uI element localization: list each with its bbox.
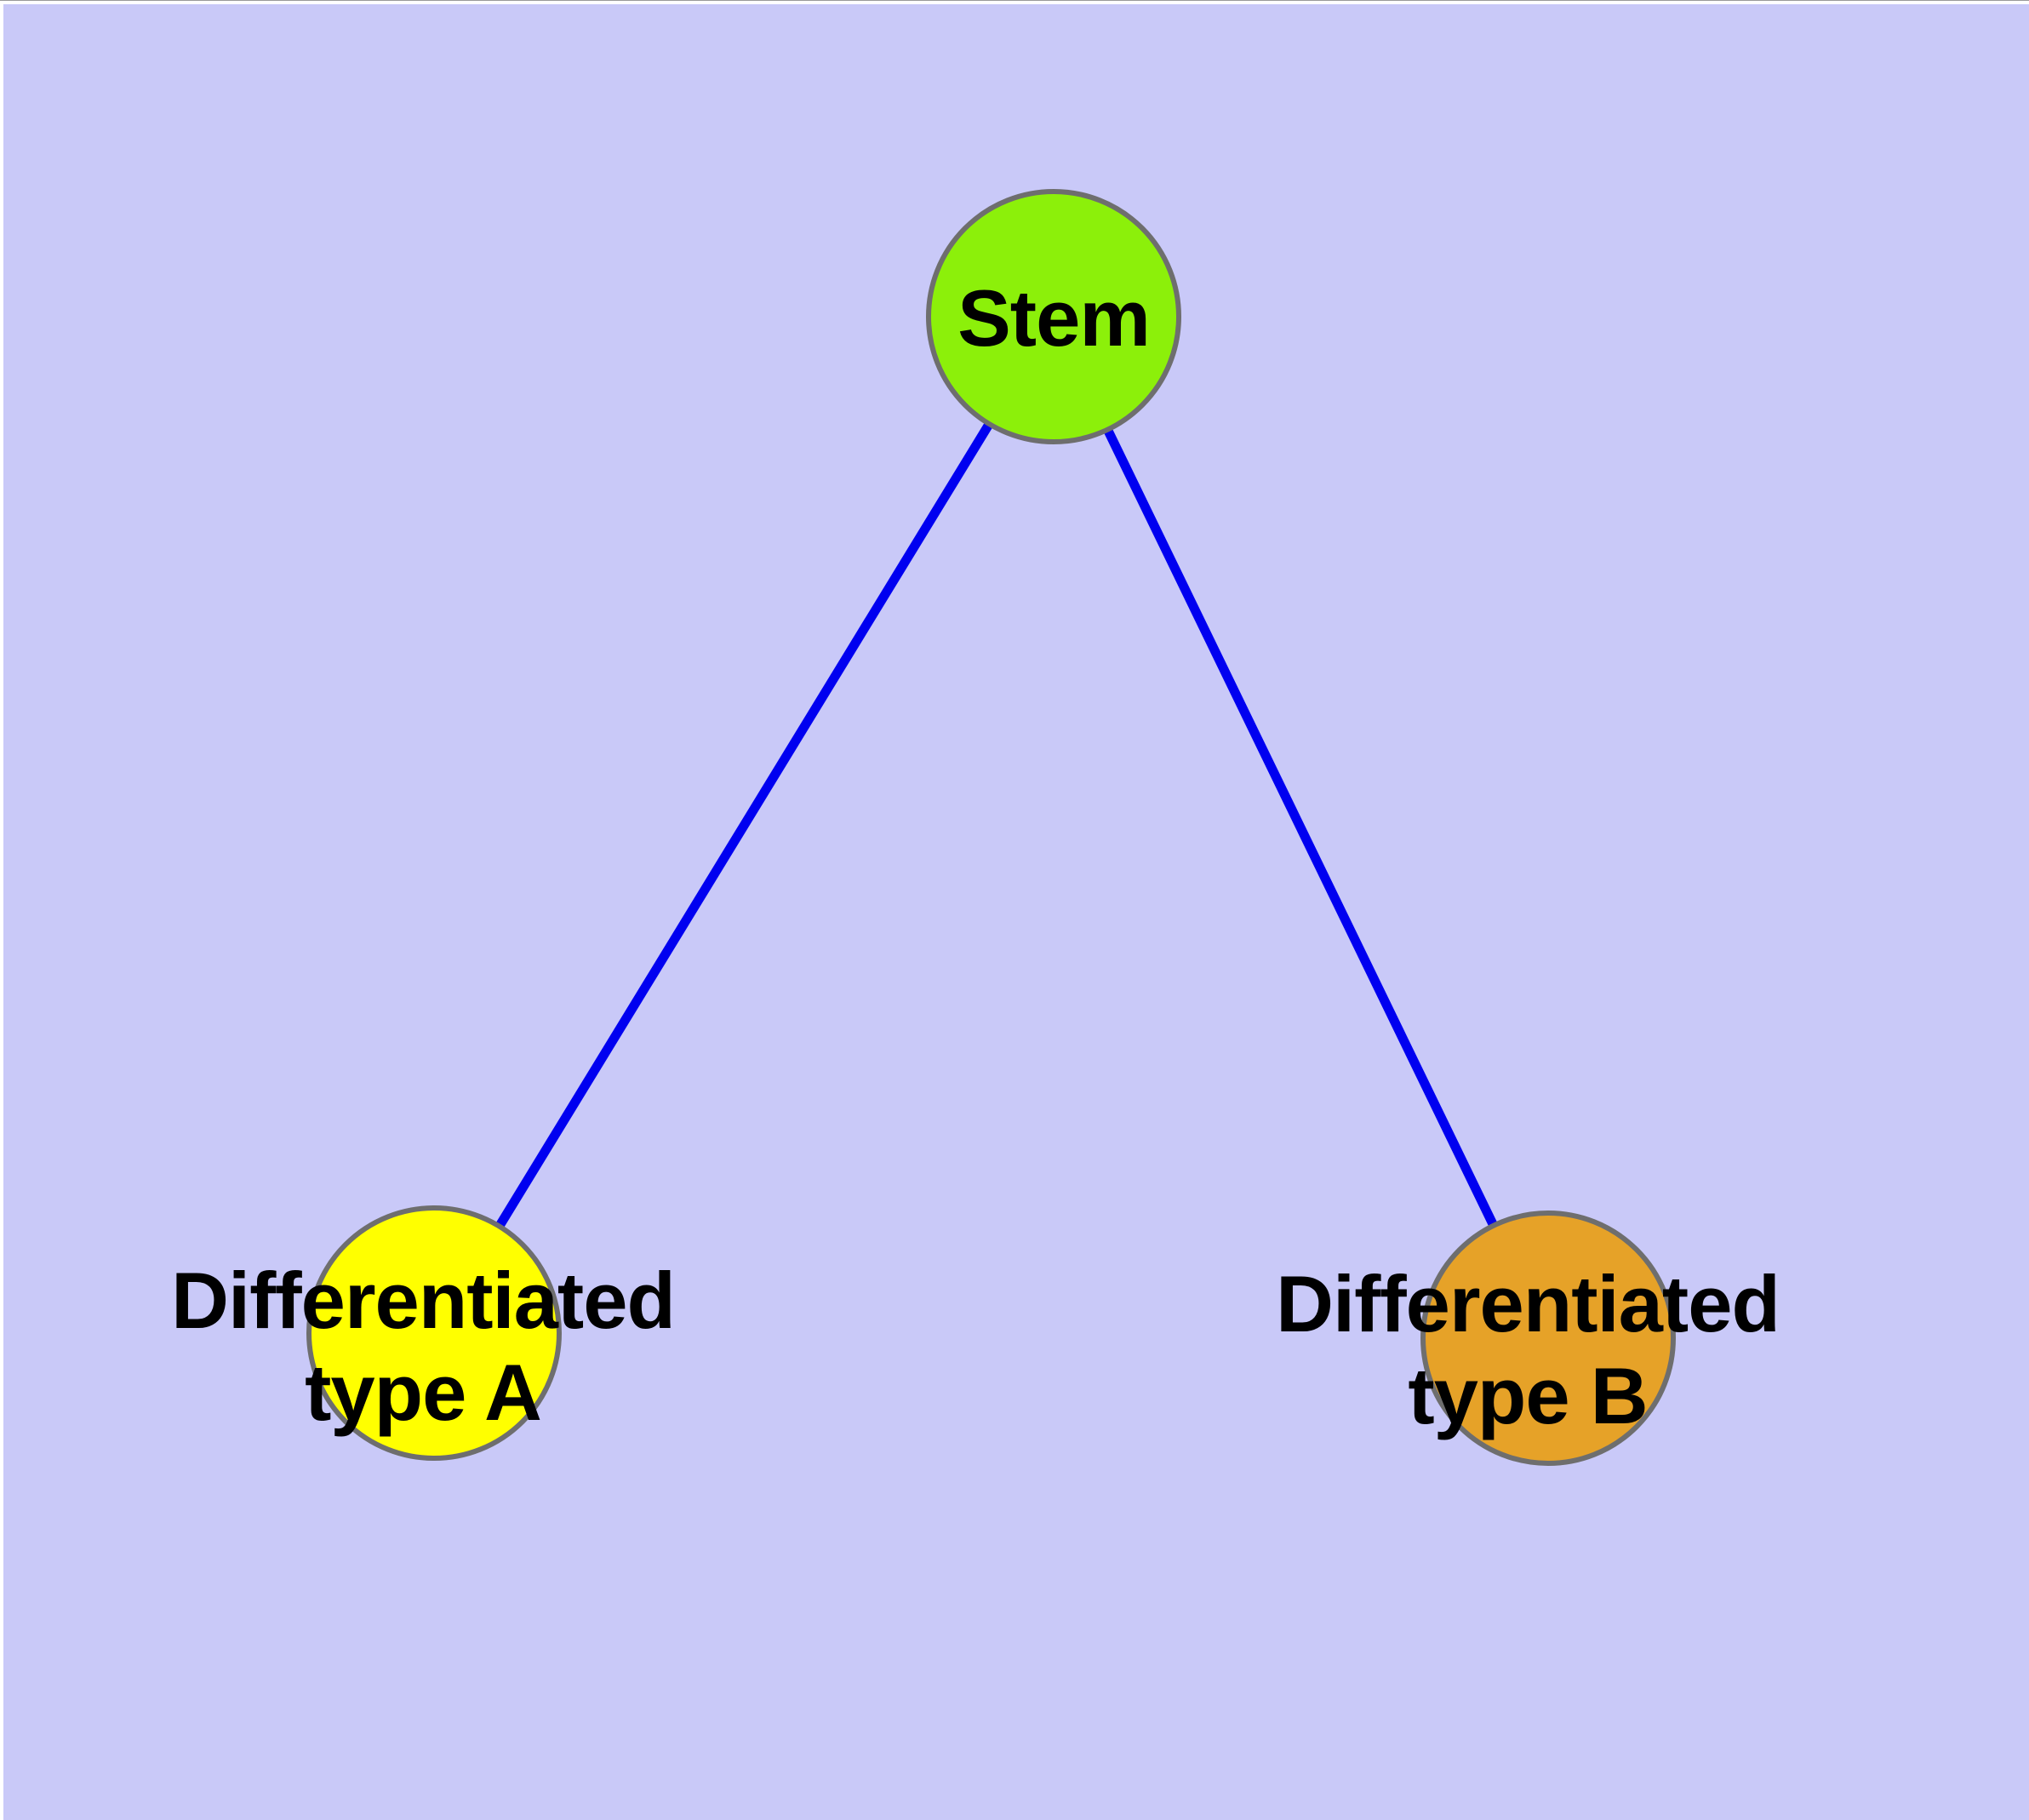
node-stem[interactable] [926, 189, 1181, 444]
node-differentiated-type-a[interactable] [306, 1205, 562, 1461]
edge-stem-to-type-b [1049, 316, 1552, 1341]
node-differentiated-type-b[interactable] [1420, 1210, 1676, 1466]
edges-layer [430, 316, 1552, 1341]
graph-canvas: Stem Differentiated type A Differentiate… [3, 4, 2029, 1820]
window-top-rule [0, 0, 2029, 1]
edge-stem-to-type-a [430, 316, 1058, 1336]
